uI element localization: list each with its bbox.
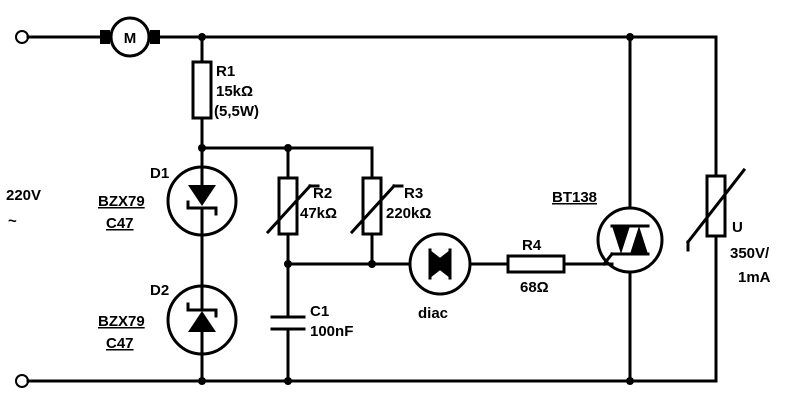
top-terminal: [15, 30, 29, 44]
c1-name: C1: [310, 303, 329, 320]
triac: [596, 35, 664, 383]
diac: [408, 232, 472, 296]
d2-zener-diode: [166, 284, 238, 356]
junction-dots: [198, 33, 634, 385]
r1-name: R1: [216, 63, 235, 80]
c1-capacitor: [270, 315, 306, 331]
d2-suffix: C47: [106, 335, 134, 352]
d1-name: D1: [150, 165, 169, 182]
r1-power: (5,5W): [214, 103, 259, 120]
diac-name: diac: [418, 305, 448, 322]
triac-name: BT138: [552, 189, 597, 206]
r4-resistor: [506, 254, 566, 274]
r4-value: 68Ω: [520, 279, 549, 296]
r2-value: 47kΩ: [300, 205, 337, 222]
supply-voltage-label: 220V: [6, 187, 41, 204]
motor: M: [100, 16, 160, 58]
varistor-rating-line1: 350V/: [730, 245, 770, 262]
d1-suffix: C47: [106, 215, 134, 232]
d2-type: BZX79: [98, 313, 145, 330]
c1-value: 100nF: [310, 323, 353, 340]
r3-name: R3: [404, 185, 423, 202]
r2-name: R2: [313, 185, 332, 202]
d1-type: BZX79: [98, 193, 145, 210]
r1-resistor: [191, 60, 213, 120]
r4-name: R4: [522, 237, 542, 254]
d1-zener-diode: [166, 165, 238, 237]
rc-network-wire: [200, 146, 412, 383]
ac-symbol: ~: [8, 213, 17, 230]
motor-label: M: [124, 30, 137, 47]
r2-variable-resistor: [265, 176, 320, 236]
varistor-name: U: [732, 219, 743, 236]
r3-value: 220kΩ: [386, 205, 431, 222]
r3-variable-resistor: [349, 176, 404, 236]
varistor-rating-line2: 1mA: [738, 269, 771, 286]
varistor: [685, 35, 747, 383]
r1-value: 15kΩ: [216, 83, 253, 100]
d2-name: D2: [150, 282, 169, 299]
bottom-terminal: [15, 374, 29, 388]
